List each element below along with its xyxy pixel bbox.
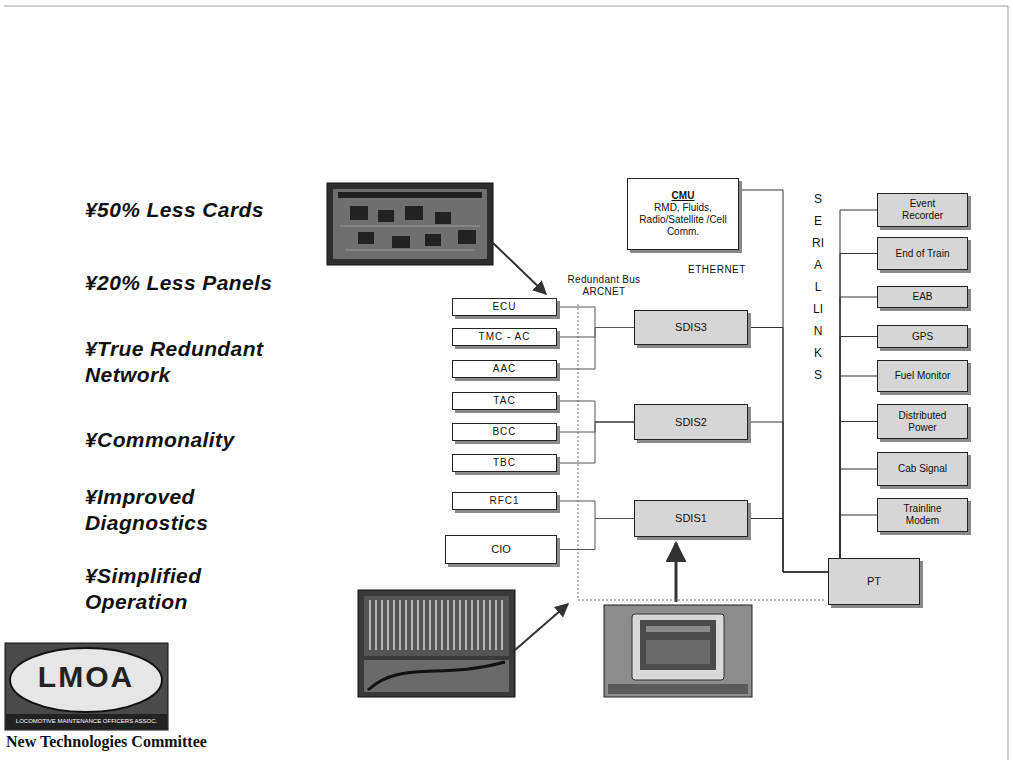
- pointer-arrow: [492, 242, 546, 294]
- controller-box: TBC: [452, 454, 557, 472]
- serial-link: [840, 376, 877, 558]
- peripheral-box: End of Train: [877, 237, 968, 270]
- node-text: TAC: [493, 395, 515, 407]
- rack-photo: [358, 590, 515, 697]
- peripheral-box: Event Recorder: [877, 193, 968, 227]
- display-box: SDIS2: [634, 404, 748, 440]
- peripheral-box: Cab Signal: [877, 452, 968, 486]
- ethernet-link: [748, 328, 828, 573]
- controller-box: CIO: [445, 535, 557, 564]
- redundant-bus-line: [578, 600, 826, 601]
- logo-subtitle: LOCOMOTIVE MAINTENANCE OFFICERS ASSOC.: [8, 716, 165, 726]
- serial-link: [840, 469, 877, 558]
- node-text: SDIS1: [675, 512, 707, 525]
- comm-unit-box: CMURMD, Fluids, Radio/Satellite /Cell Co…: [627, 178, 739, 250]
- slide-frame: [1008, 6, 1009, 760]
- bus-label: ETHERNET: [688, 264, 760, 276]
- serial-link: [840, 210, 877, 558]
- controller-box: TMC - AC: [452, 328, 557, 346]
- node-text: AAC: [493, 363, 517, 375]
- node-text: ECU: [492, 301, 516, 313]
- ethernet-link: [748, 422, 828, 572]
- circuit-board-photo: [327, 183, 493, 265]
- bullet-point: ¥20% Less Panels: [85, 270, 290, 296]
- peripheral-box: Trainline Modem: [877, 498, 968, 532]
- controller-box: BCC: [452, 423, 557, 441]
- bus-label: Redundant Bus ARCNET: [560, 274, 648, 298]
- node-text: PT: [867, 575, 881, 588]
- caption: New Technologies Committee: [6, 732, 207, 752]
- node-text: CMU: [672, 190, 695, 202]
- bullet-point: ¥50% Less Cards: [85, 197, 290, 223]
- controller-box: AAC: [452, 360, 557, 378]
- bullet-point: ¥True Redundant Network: [85, 336, 290, 388]
- bus-link: [557, 307, 634, 328]
- node-text: Trainline Modem: [890, 503, 955, 527]
- peripheral-box: Fuel Monitor: [877, 360, 968, 392]
- bus-link: [557, 422, 634, 463]
- bus-link: [557, 519, 634, 550]
- serial-link: [840, 254, 877, 559]
- node-text: Event Recorder: [890, 198, 955, 222]
- processor-box: PT: [828, 558, 920, 605]
- node-text: CIO: [491, 543, 511, 556]
- redundant-bus-line: [578, 304, 579, 600]
- bus-link: [557, 501, 634, 519]
- serial-link: [840, 422, 877, 559]
- node-text: RMD, Fluids, Radio/Satellite /Cell Comm.: [632, 202, 734, 238]
- controller-box: RFC1: [452, 492, 557, 510]
- display-box: SDIS3: [634, 310, 748, 345]
- lmoa-logo: [5, 643, 168, 730]
- controller-box: ECU: [452, 298, 557, 316]
- bus-link: [557, 401, 634, 422]
- node-text: RFC1: [489, 495, 519, 507]
- ethernet-link: [748, 519, 828, 573]
- node-text: SDIS2: [675, 416, 707, 429]
- logo-text: LMOA: [30, 660, 142, 694]
- node-text: Fuel Monitor: [895, 370, 951, 382]
- pointer-arrow: [515, 604, 568, 650]
- slide-frame: [4, 6, 1008, 7]
- serial-link: [840, 337, 877, 559]
- node-text: End of Train: [896, 248, 950, 260]
- node-text: Cab Signal: [898, 463, 947, 475]
- node-text: GPS: [912, 331, 933, 343]
- bus-label: SERIAL LINKS: [812, 188, 824, 386]
- bus-link: [557, 328, 634, 370]
- node-text: SDIS3: [675, 321, 707, 334]
- monitor-photo: [604, 605, 752, 697]
- bullet-point: ¥Simplified Operation: [85, 563, 290, 615]
- pointer-arrow: [675, 543, 678, 602]
- bullet-point: ¥Commonality: [85, 427, 290, 453]
- node-text: EAB: [912, 291, 932, 303]
- display-box: SDIS1: [634, 500, 748, 537]
- bullet-point: ¥Improved Diagnostics: [85, 484, 290, 536]
- serial-link: [840, 515, 877, 558]
- node-text: BCC: [492, 426, 516, 438]
- node-text: TBC: [493, 457, 516, 469]
- peripheral-box: GPS: [877, 325, 968, 348]
- peripheral-box: Distributed Power: [877, 404, 968, 439]
- controller-box: TAC: [452, 392, 557, 410]
- node-text: TMC - AC: [479, 331, 531, 343]
- node-text: Distributed Power: [890, 410, 955, 434]
- peripheral-box: EAB: [877, 286, 968, 308]
- serial-link: [840, 297, 877, 558]
